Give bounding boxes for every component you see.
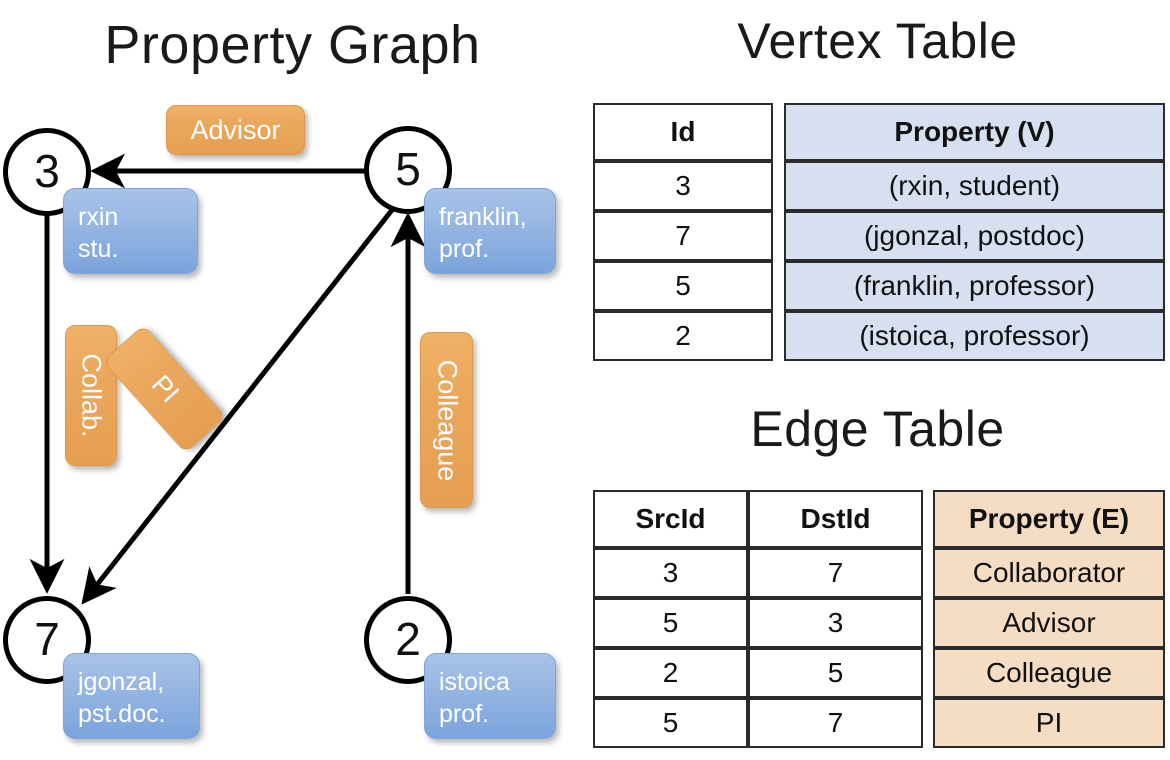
edge-row-1-src: 5 [593, 598, 748, 648]
table-row[interactable]: 5 (franklin, professor) [593, 261, 1165, 311]
vertex-table-col-gap [773, 103, 784, 161]
vertex-row-2-property: (franklin, professor) [784, 261, 1165, 311]
vertex-table-col-gap [773, 211, 784, 261]
table-row[interactable]: 7 (jgonzal, postdoc) [593, 211, 1165, 261]
table-row[interactable]: 2 5 Colleague [593, 648, 1165, 698]
edge-table-header-srcid: SrcId [593, 490, 748, 548]
edge-table-col-gap [923, 490, 933, 548]
edge-row-1-dst: 3 [748, 598, 923, 648]
vertex-callout-5-line1: franklin, [439, 203, 527, 231]
vertex-callout-3-line1: rxin [78, 203, 119, 231]
edge-row-3-dst: 7 [748, 698, 923, 748]
vertex-row-0-id: 3 [593, 161, 773, 211]
page-title-property-graph: Property Graph [104, 15, 481, 75]
graph-node-3-label: 3 [34, 145, 60, 197]
edge-callout-advisor-label: Advisor [190, 114, 281, 145]
vertex-callout-5: franklin, prof. [424, 188, 556, 274]
vertex-table: Id Property (V) 3 (rxin, student) 7 (jgo… [593, 103, 1165, 361]
edge-row-2-src: 2 [593, 648, 748, 698]
vertex-row-3-property: (istoica, professor) [784, 311, 1165, 361]
vertex-callout-3: rxin stu. [63, 188, 198, 274]
vertex-callout-7: jgonzal, pst.doc. [63, 653, 200, 739]
edge-callout-colleague-label: Colleague [432, 359, 462, 481]
edge-table: SrcId DstId Property (E) 3 7 Collaborato… [593, 490, 1165, 748]
vertex-callout-7-line1: jgonzal, [78, 668, 165, 696]
graph-node-2-label: 2 [395, 613, 421, 665]
vertex-callout-2-line2: prof. [439, 700, 490, 728]
vertex-callout-7-line2: pst.doc. [78, 700, 166, 728]
edge-callout-pi-label: PI [145, 369, 185, 409]
graph-node-5-label: 5 [395, 143, 421, 195]
vertex-table-col-gap [773, 261, 784, 311]
page-title-vertex-table: Vertex Table [737, 13, 1018, 69]
vertex-row-2-id: 5 [593, 261, 773, 311]
page-title-edge-table: Edge Table [750, 401, 1005, 457]
edge-table-header-row: SrcId DstId Property (E) [593, 490, 1165, 548]
graph-edges [29, 153, 426, 605]
vertex-table-col-gap [773, 311, 784, 361]
property-graph-panel: 3 5 7 2 rxin stu. franklin, prof. jgonza… [3, 105, 556, 739]
vertex-row-1-id: 7 [593, 211, 773, 261]
edge-callout-collab: Collab. [65, 325, 117, 466]
graph-edge-pi [81, 208, 394, 605]
vertex-table-header-id: Id [593, 103, 773, 161]
vertex-row-0-property: (rxin, student) [784, 161, 1165, 211]
graph-node-2[interactable]: 2 [364, 596, 452, 684]
edge-table-header-property: Property (E) [933, 490, 1165, 548]
vertex-callout-2: istoica prof. [424, 653, 556, 739]
edge-table-header-dstid: DstId [748, 490, 923, 548]
edge-row-2-dst: 5 [748, 648, 923, 698]
vertex-table-header-property: Property (V) [784, 103, 1165, 161]
edge-table-col-gap [923, 598, 933, 648]
table-row[interactable]: 5 7 PI [593, 698, 1165, 748]
graph-node-7-label: 7 [34, 613, 60, 665]
vertex-table-header-row: Id Property (V) [593, 103, 1165, 161]
edge-row-0-property: Collaborator [933, 548, 1165, 598]
edge-row-3-src: 5 [593, 698, 748, 748]
edge-callout-colleague: Colleague [420, 332, 473, 508]
table-row[interactable]: 3 7 Collaborator [593, 548, 1165, 598]
edge-row-1-property: Advisor [933, 598, 1165, 648]
table-row[interactable]: 3 (rxin, student) [593, 161, 1165, 211]
vertex-callout-2-line1: istoica [439, 668, 510, 696]
vertex-table-col-gap [773, 161, 784, 211]
vertex-callout-3-line2: stu. [78, 235, 119, 263]
edge-callout-collab-label: Collab. [76, 353, 107, 438]
edge-row-3-property: PI [933, 698, 1165, 748]
table-row[interactable]: 2 (istoica, professor) [593, 311, 1165, 361]
vertex-row-3-id: 2 [593, 311, 773, 361]
vertex-row-1-property: (jgonzal, postdoc) [784, 211, 1165, 261]
edge-table-col-gap [923, 548, 933, 598]
edge-row-0-src: 3 [593, 548, 748, 598]
graph-node-5[interactable]: 5 [364, 126, 452, 214]
edge-row-0-dst: 7 [748, 548, 923, 598]
edge-row-2-property: Colleague [933, 648, 1165, 698]
table-row[interactable]: 5 3 Advisor [593, 598, 1165, 648]
vertex-callout-5-line2: prof. [439, 235, 490, 263]
edge-table-col-gap [923, 698, 933, 748]
edge-table-col-gap [923, 648, 933, 698]
edge-callout-advisor: Advisor [166, 105, 305, 155]
